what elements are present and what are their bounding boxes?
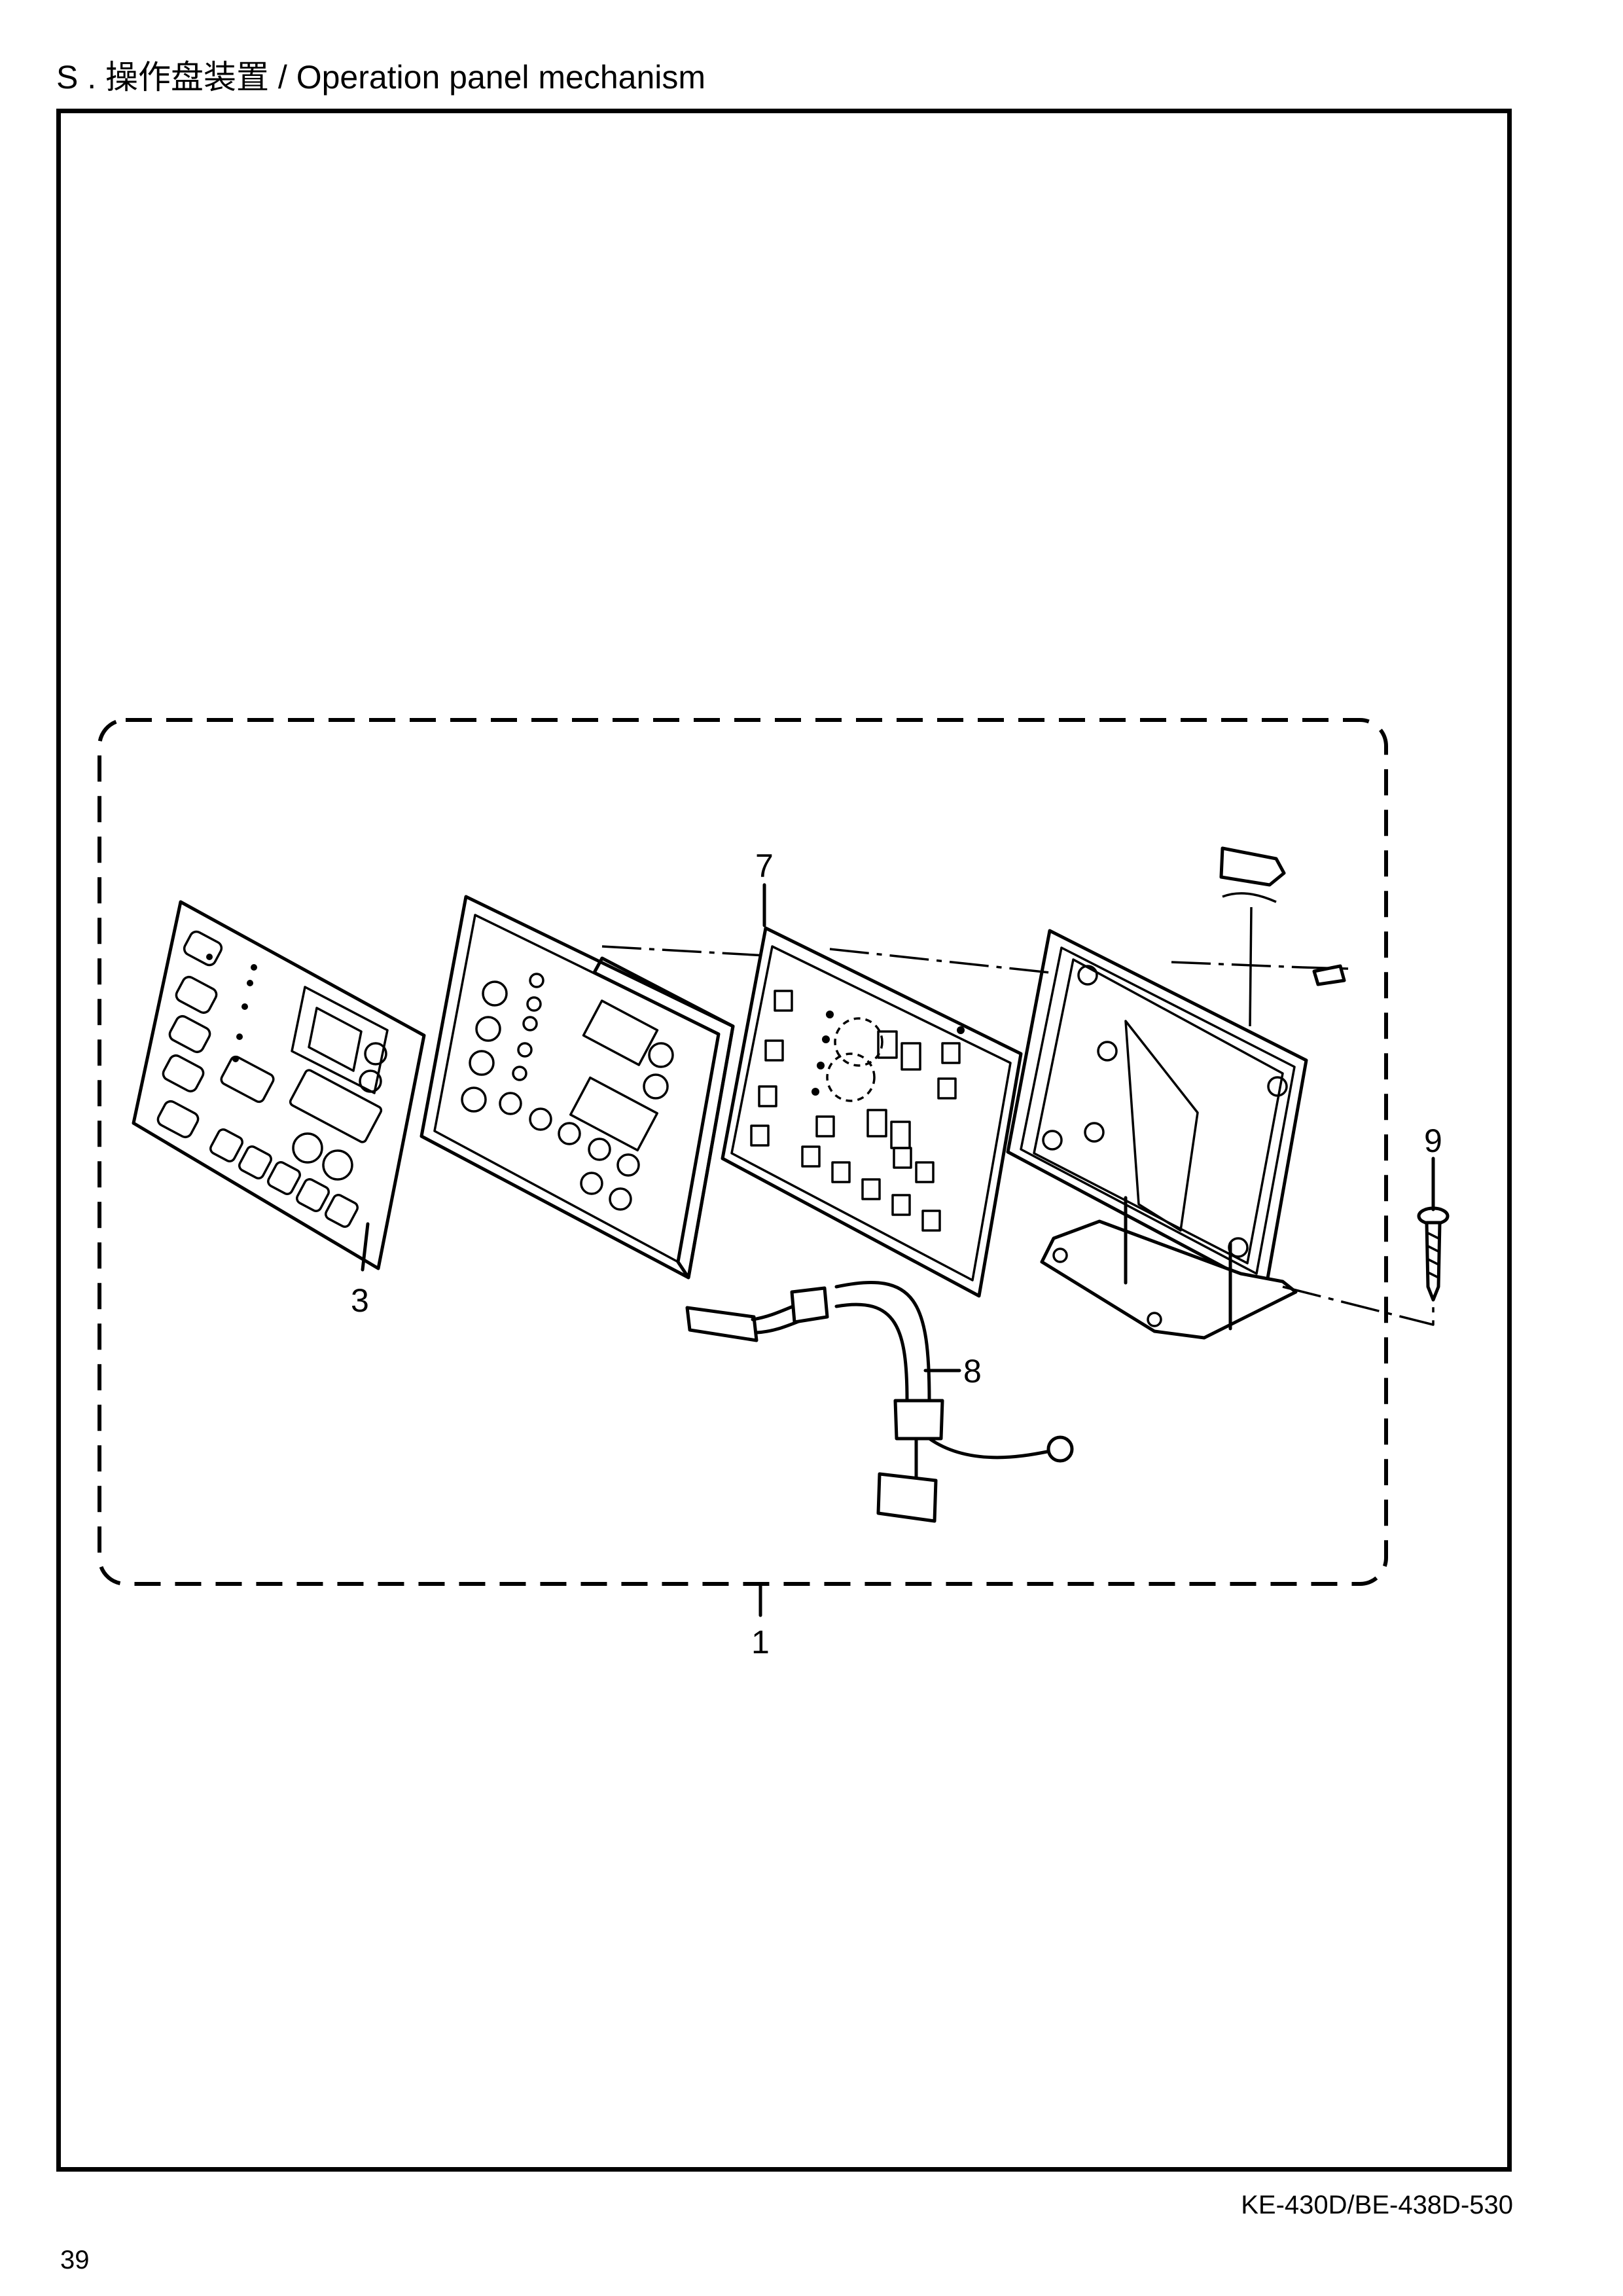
callout-9: 9 — [1424, 1122, 1442, 1159]
callout-7: 7 — [755, 848, 774, 884]
wire-harness-part-8 — [685, 1280, 1074, 1523]
circuit-board-part-7 — [721, 926, 1023, 1298]
callout-1: 1 — [751, 1624, 770, 1660]
callout-leader-lines — [361, 883, 1435, 1617]
rear-case-with-stand — [1006, 929, 1308, 1340]
assembly-group-boundary — [98, 718, 1388, 1586]
front-cover-frame — [419, 895, 735, 1280]
overlay-sheet-part-3 — [132, 900, 426, 1270]
screw-part-9 — [1417, 1206, 1450, 1302]
page-title: S . 操作盘装置 / Operation panel mechanism — [56, 59, 706, 96]
assembly-alignment-lines — [601, 945, 1435, 1326]
page-number: 39 — [60, 2246, 90, 2274]
callout-3: 3 — [351, 1282, 369, 1319]
drawing-frame — [56, 109, 1512, 2172]
model-number: KE-430D/BE-438D-530 — [1241, 2191, 1513, 2219]
callout-8: 8 — [963, 1353, 982, 1390]
connector-cap — [1219, 846, 1286, 1027]
side-screw — [1302, 964, 1349, 986]
